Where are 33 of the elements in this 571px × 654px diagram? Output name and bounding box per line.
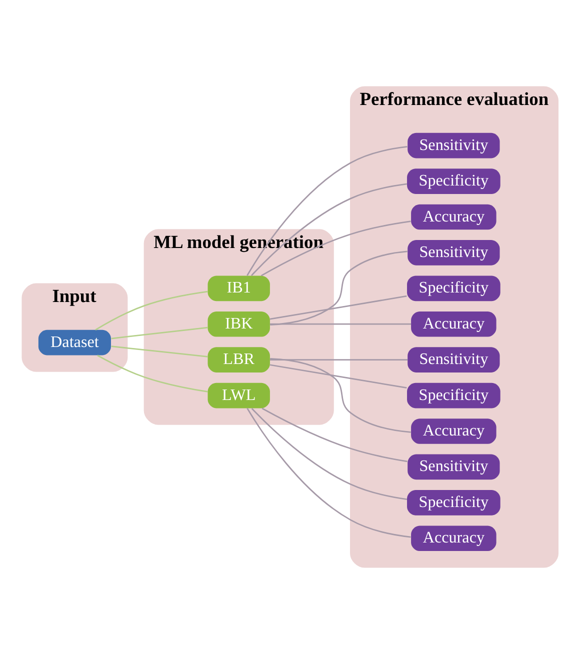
- node-box: Dataset: [38, 330, 111, 356]
- connector: [250, 183, 407, 276]
- connector: [270, 323, 411, 325]
- node-box: Sensitivity: [408, 347, 500, 372]
- connector: [270, 364, 407, 389]
- node-box: Accuracy: [411, 204, 496, 230]
- connector: [97, 354, 208, 392]
- node-box: Sensitivity: [408, 132, 500, 158]
- connector: [111, 346, 208, 358]
- connector: [270, 295, 407, 320]
- node-box: Specificity: [407, 382, 500, 408]
- node-box: Specificity: [407, 276, 500, 302]
- node-box: Sensitivity: [408, 454, 500, 480]
- node-box: Accuracy: [411, 418, 496, 444]
- node-box: Accuracy: [411, 526, 496, 552]
- connector: [262, 408, 408, 462]
- node-box: Specificity: [407, 168, 500, 194]
- node-box: LWL: [208, 382, 270, 408]
- connector: [95, 290, 208, 330]
- connector: [251, 408, 408, 500]
- connector: [260, 220, 411, 276]
- connector: [246, 146, 408, 276]
- node-box: LBR: [208, 347, 270, 372]
- connector: [270, 250, 408, 326]
- connector: [270, 358, 411, 433]
- node-box: IB1: [208, 276, 270, 302]
- connector: [270, 359, 408, 361]
- node-box: Accuracy: [411, 311, 496, 337]
- connector: [246, 408, 411, 538]
- node-box: Specificity: [407, 490, 500, 516]
- node-box: Sensitivity: [408, 240, 500, 266]
- node-box: IBK: [208, 311, 270, 337]
- connector: [111, 326, 208, 340]
